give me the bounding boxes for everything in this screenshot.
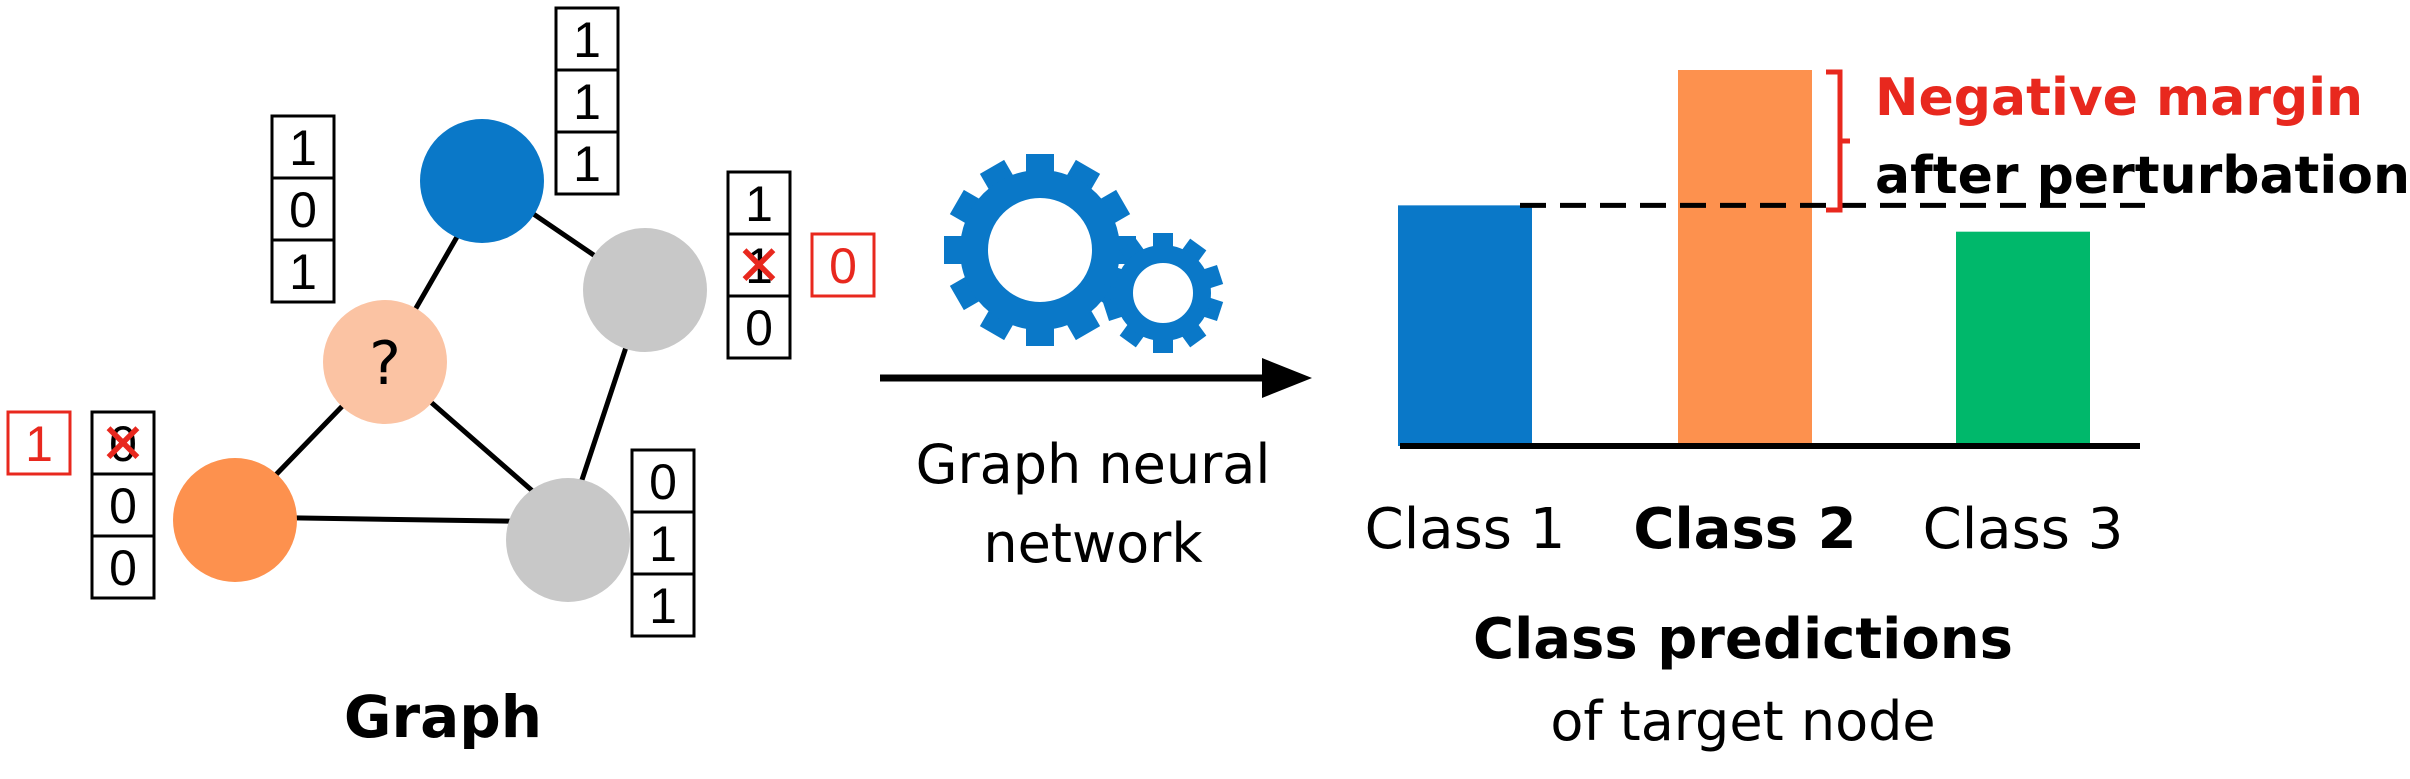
node-orange-bottom — [173, 458, 297, 582]
node-gray-bottom — [506, 478, 630, 602]
cross-mark-icon: ✕ — [736, 234, 783, 299]
arrow-right-icon — [880, 358, 1312, 398]
feature-bit: 1 — [649, 578, 677, 634]
feature-bit: 0 — [745, 300, 773, 356]
feature-vector-target: 1 0 1 — [270, 114, 336, 304]
perturbed-value: 1 — [25, 416, 53, 472]
gear-large-icon — [944, 154, 1136, 346]
annotation-negative-margin: Negative margin — [1875, 68, 2363, 128]
category-label-class-3: Class 3 — [1923, 497, 2124, 562]
annotation-after-perturbation: after perturbation — [1875, 146, 2410, 206]
node-gray-right — [583, 228, 707, 352]
bar-class-3 — [1956, 231, 2090, 446]
feature-bit: 1 — [649, 516, 677, 572]
feature-bit: 1 — [745, 176, 773, 232]
perturbed-value-box — [810, 232, 876, 298]
feature-bit: 0 — [109, 478, 137, 534]
feature-bit: 0 — [109, 416, 137, 472]
graph-title: Graph — [344, 683, 542, 751]
prediction-bars — [1398, 70, 2090, 446]
feature-bit: 1 — [745, 238, 773, 294]
feature-bit: 0 — [289, 182, 317, 238]
feature-bit: 1 — [289, 120, 317, 176]
feature-vector-right-gray: 1 1 0 ✕ 0 — [726, 170, 876, 360]
category-labels: Class 1 Class 2 Class 3 — [1365, 497, 2124, 562]
category-label-class-2: Class 2 — [1633, 497, 1856, 562]
feature-bit: 1 — [289, 244, 317, 300]
bar-class-1 — [1398, 205, 1532, 446]
target-node-label: ? — [369, 329, 401, 399]
negative-margin-bracket — [1826, 69, 1850, 213]
predictions-title: Class predictions — [1473, 607, 2013, 672]
feature-bit: 1 — [573, 136, 601, 192]
gear-small-icon — [1102, 233, 1224, 353]
feature-bit: 1 — [573, 12, 601, 68]
graph-panel: ? 1 1 1 1 0 1 1 1 0 ✕ — [6, 6, 876, 751]
perturbed-value-box — [6, 410, 72, 476]
cross-mark-icon: ✕ — [100, 412, 147, 477]
perturbed-value: 0 — [829, 238, 857, 294]
predictions-panel: Class 1 Class 2 Class 3 Negative margin af… — [1365, 68, 2410, 753]
gnn-label-line1: Graph neural — [916, 433, 1271, 496]
feature-vector-top-blue: 1 1 1 — [554, 6, 620, 196]
node-blue-top — [420, 119, 544, 243]
category-label-class-1: Class 1 — [1365, 497, 1566, 562]
feature-vector-bottom-gray: 0 1 1 — [630, 448, 696, 638]
predictions-subtitle: of target node — [1550, 690, 1935, 753]
bar-class-2 — [1678, 70, 1812, 446]
gears-icon — [944, 154, 1224, 353]
feature-bit: 0 — [109, 540, 137, 596]
node-target — [323, 300, 447, 424]
feature-bit: 1 — [573, 74, 601, 130]
feature-bit: 0 — [649, 454, 677, 510]
gnn-label-line2: network — [983, 512, 1203, 575]
feature-vector-bottom-orange: 0 0 0 ✕ 1 — [6, 410, 156, 600]
gnn-model-panel: Graph neural network — [880, 154, 1312, 575]
